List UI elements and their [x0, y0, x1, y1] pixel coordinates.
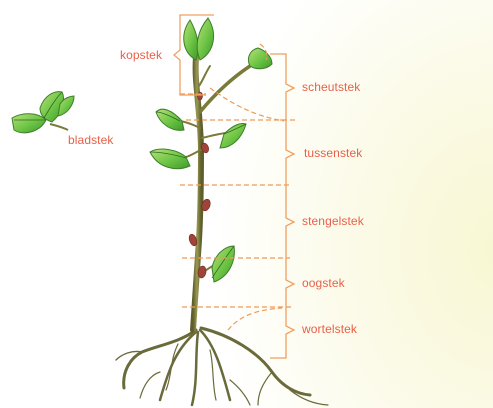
label-scheutstek: scheutstek	[302, 80, 360, 94]
label-oogstek: oogstek	[302, 276, 345, 290]
right-brackets	[270, 54, 294, 358]
leaf-upper-right	[220, 123, 246, 148]
label-tussenstek: tussenstek	[304, 146, 362, 160]
top-bud-leaf-right	[197, 18, 213, 60]
shoot-tip-leaf	[248, 48, 272, 69]
top-bud-leaf-left	[184, 20, 198, 60]
label-stengelstek: stengelstek	[302, 214, 364, 228]
leaves	[150, 18, 272, 282]
roots	[116, 328, 328, 405]
bladstek-cutting	[12, 92, 74, 133]
leaf-bud-eye	[212, 246, 234, 282]
label-bladstek: bladstek	[68, 133, 114, 147]
label-wortelstek: wortelstek	[302, 322, 357, 336]
label-kopstek: kopstek	[120, 48, 162, 62]
